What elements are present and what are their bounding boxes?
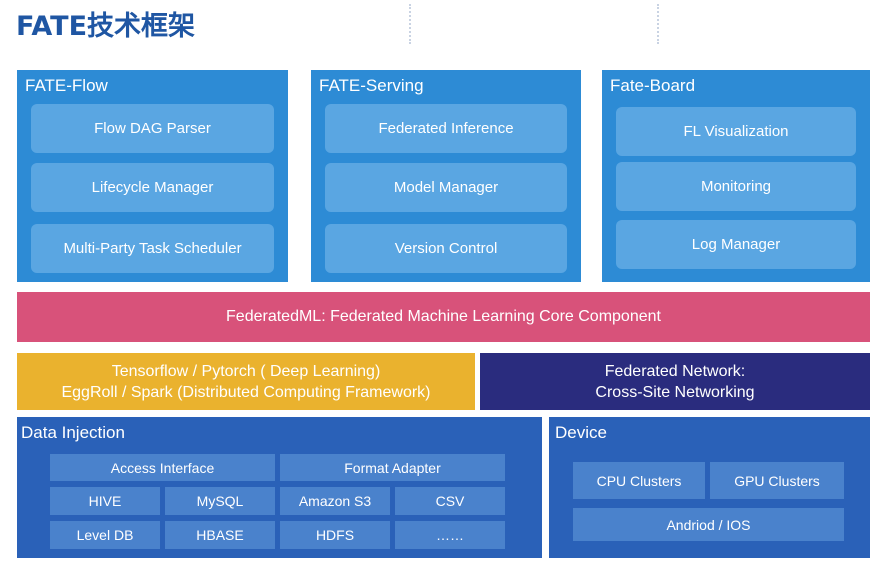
- data-injection-panel: Data Injection Access Interface Format A…: [17, 417, 542, 558]
- page-title: FATE技术框架: [16, 11, 196, 42]
- version-control-box: Version Control: [325, 224, 567, 273]
- fate-flow-panel: FATE-Flow Flow DAG Parser Lifecycle Mana…: [17, 70, 288, 282]
- gpu-clusters-cell: GPU Clusters: [710, 462, 844, 499]
- box-label: Federated Inference: [378, 120, 514, 137]
- format-adapter-cell: Format Adapter: [280, 454, 505, 481]
- flow-dag-parser-box: Flow DAG Parser: [31, 104, 274, 153]
- box-label: Flow DAG Parser: [94, 120, 211, 137]
- network-line-1: Federated Network:: [604, 362, 746, 380]
- network-line-2: Cross-Site Networking: [595, 383, 755, 401]
- federated-network-band: Federated Network: Cross-Site Networking: [480, 353, 870, 410]
- box-label: Version Control: [394, 240, 498, 257]
- data-source-cell: HDFS: [280, 521, 390, 549]
- box-label: Multi-Party Task Scheduler: [63, 240, 242, 257]
- panel-title: Fate-Board: [610, 76, 696, 95]
- computing-band: Tensorflow / Pytorch ( Deep Learning) Eg…: [17, 353, 475, 410]
- box-label: Lifecycle Manager: [91, 179, 214, 196]
- panel-title: FATE-Flow: [25, 76, 108, 95]
- federated-ml-band: FederatedML: Federated Machine Learning …: [17, 292, 870, 342]
- panel-title: Data Injection: [21, 423, 125, 442]
- cpu-clusters-cell: CPU Clusters: [573, 462, 705, 499]
- android-ios-cell: Andriod / IOS: [573, 508, 844, 541]
- box-label: FL Visualization: [683, 123, 789, 140]
- box-label: Model Manager: [393, 179, 499, 196]
- panel-title: FATE-Serving: [319, 76, 424, 95]
- panel-title: Device: [555, 423, 607, 442]
- task-scheduler-box: Multi-Party Task Scheduler: [31, 224, 274, 273]
- box-label: Log Manager: [691, 236, 781, 253]
- data-source-cell: HIVE: [50, 487, 160, 515]
- fate-board-panel: Fate-Board FL Visualization Monitoring L…: [602, 70, 870, 282]
- data-source-cell: MySQL: [165, 487, 275, 515]
- dotted-divider: [657, 4, 659, 44]
- data-source-cell: ……: [395, 521, 505, 549]
- device-panel: Device CPU Clusters GPU Clusters Andriod…: [549, 417, 870, 558]
- monitoring-box: Monitoring: [616, 162, 856, 211]
- data-source-cell: Level DB: [50, 521, 160, 549]
- data-source-cell: Amazon S3: [280, 487, 390, 515]
- federated-ml-label: FederatedML: Federated Machine Learning …: [226, 308, 661, 325]
- federated-inference-box: Federated Inference: [325, 104, 567, 153]
- dotted-divider: [409, 4, 411, 44]
- fl-visualization-box: FL Visualization: [616, 107, 856, 156]
- model-manager-box: Model Manager: [325, 163, 567, 212]
- log-manager-box: Log Manager: [616, 220, 856, 269]
- computing-line-2: EggRoll / Spark (Distributed Computing F…: [61, 383, 431, 401]
- data-source-cell: CSV: [395, 487, 505, 515]
- computing-line-1: Tensorflow / Pytorch ( Deep Learning): [111, 362, 381, 380]
- access-interface-cell: Access Interface: [50, 454, 275, 481]
- lifecycle-manager-box: Lifecycle Manager: [31, 163, 274, 212]
- fate-serving-panel: FATE-Serving Federated Inference Model M…: [311, 70, 581, 282]
- box-label: Monitoring: [700, 178, 772, 195]
- data-source-cell: HBASE: [165, 521, 275, 549]
